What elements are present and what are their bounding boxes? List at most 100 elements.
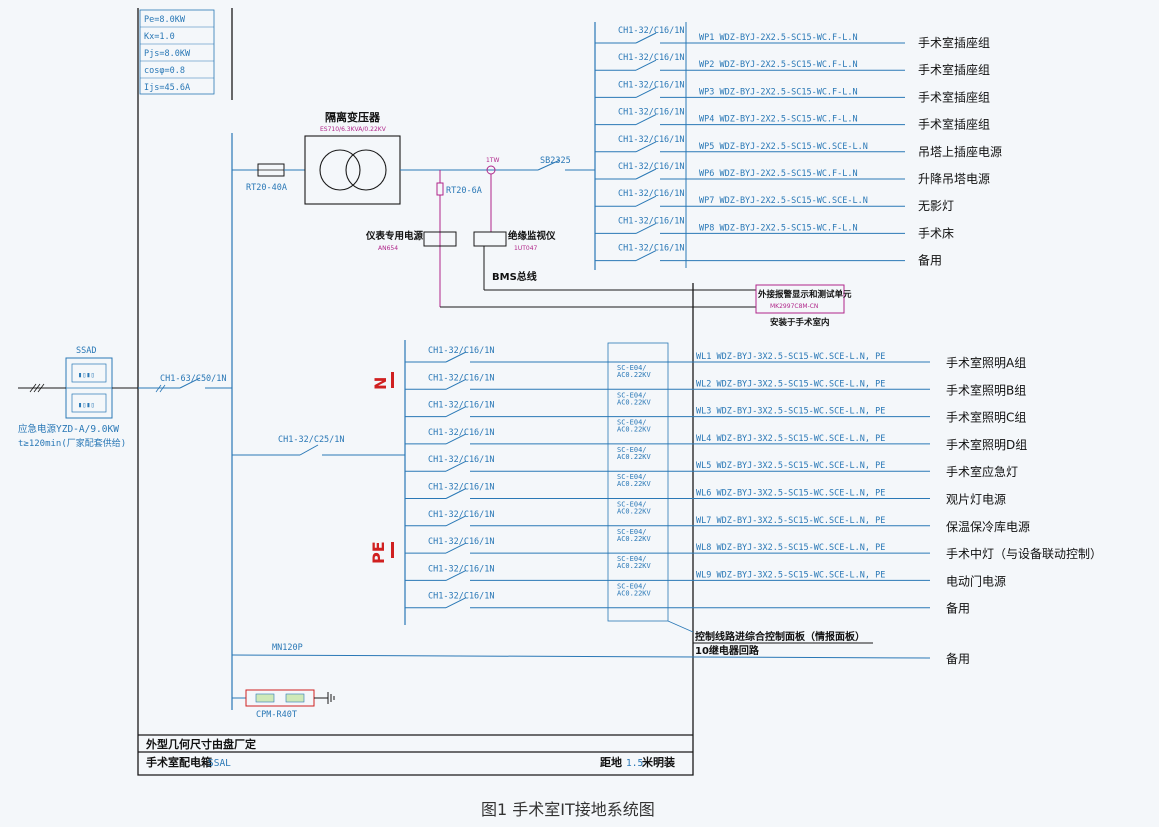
tn-breaker-label: CH1-32/C16/1N (428, 455, 495, 465)
tn-circuit: CH1-32/C16/1N SC-E04/AC0.22KV WL6 WDZ-BYJ-… (405, 483, 1006, 516)
source-box-label: SSAD (76, 346, 96, 356)
relay-voltage: AC0.22KV (617, 562, 652, 570)
it-circuit-name: 手术床 (918, 226, 954, 240)
tn-circuit-name: 电动门电源 (946, 573, 1006, 588)
relay-circuits-note: 10继电器回路 (695, 644, 760, 657)
relay-label: SC-E04/ (617, 419, 647, 427)
relay-label: SC-E04/ (617, 364, 647, 372)
relay-voltage: AC0.22KV (617, 535, 652, 543)
tn-circuit-name: 手术室照明B组 (946, 382, 1026, 397)
it-circuit-name: 吊塔上插座电源 (918, 144, 1002, 159)
alarm-label: 外接报警显示和测试单元 (757, 289, 852, 300)
tn-breaker-label: CH1-32/C16/1N (428, 483, 495, 493)
fuse-in-label: RT20-40A (246, 183, 287, 193)
monitor-model: 1UT047 (514, 245, 538, 252)
transformer-section: RT20-40A 隔离变压器 ES710/6.3KVA/0.22KV SB232… (232, 110, 852, 328)
ground-icon (327, 692, 335, 704)
main-breaker-label: CH1-63/C50/1N (160, 374, 227, 384)
it-cable-code: WP7 WDZ-BYJ-2X2.5-SC15-WC.SCE-L.N (699, 196, 868, 206)
tn-breaker-label: CH1-32/C16/1N (428, 510, 495, 520)
it-circuit-name: 手术室插座组 (918, 62, 990, 77)
relay-label: SC-E04/ (617, 501, 647, 509)
tn-cable-code: WL3 WDZ-BYJ-3X2.5-SC15-WC.SCE-L.N, PE (696, 407, 885, 417)
tn-circuit-name: 手术室照明D组 (946, 437, 1027, 452)
tn-circuit: CH1-32/C16/1N SC-E04/AC0.22KV WL7 WDZ-BYJ-… (405, 510, 1030, 543)
it-breaker-label: CH1-32/C16/1N (618, 216, 685, 226)
spare-breaker-label: MN120P (272, 643, 303, 653)
parameter-table: Pe=8.0KW Kx=1.0 Pjs=8.0KW cosφ=0.8 Ijs=4… (139, 9, 215, 95)
alarm-unit-box (755, 284, 845, 314)
source-line2: t≥120min(厂家配套供给) (18, 437, 126, 449)
it-cable-code: WP4 WDZ-BYJ-2X2.5-SC15-WC.F-L.N (699, 115, 858, 125)
n-bar (391, 372, 394, 388)
relay-block (607, 342, 669, 622)
insulation-monitor-box (473, 231, 507, 247)
it-circuit: CH1-32/C16/1N WP8 WDZ-BYJ-2X2.5-SC15-WC.F… (595, 216, 954, 240)
footer-mount-height: 1.5 (626, 758, 643, 769)
tn-cable-code: WL9 WDZ-BYJ-3X2.5-SC15-WC.SCE-L.N, PE (696, 570, 885, 580)
spare-name: 备用 (946, 652, 970, 666)
tn-main-breaker-label: CH1-32/C25/1N (278, 435, 345, 445)
relay-voltage: AC0.22KV (617, 453, 652, 461)
cabinet-frame (137, 8, 694, 776)
it-circuit-name: 手术室插座组 (918, 35, 990, 50)
it-breaker-label: CH1-32/C16/1N (618, 244, 685, 254)
it-cable-code: WP2 WDZ-BYJ-2X2.5-SC15-WC.F-L.N (699, 60, 858, 70)
tn-breaker-label: CH1-32/C16/1N (428, 373, 495, 383)
instrument-power-box (423, 231, 457, 247)
tn-cable-code: WL4 WDZ-BYJ-3X2.5-SC15-WC.SCE-L.N, PE (696, 434, 885, 444)
spd-label: CPM-R40T (256, 710, 297, 720)
tn-cable-code: WL7 WDZ-BYJ-3X2.5-SC15-WC.SCE-L.N, PE (696, 516, 885, 526)
monitor-label: 绝缘监视仪 (508, 230, 556, 242)
tn-breaker-label: CH1-32/C16/1N (428, 537, 495, 547)
param-cos: cosφ=0.8 (144, 66, 185, 76)
relay-label: SC-E04/ (617, 473, 647, 481)
footer-dimensions: 外型几何尺寸由盘厂定 (145, 737, 256, 751)
relay-voltage: AC0.22KV (617, 508, 652, 516)
relay-label: SC-E04/ (617, 528, 647, 536)
tn-cable-code: WL8 WDZ-BYJ-3X2.5-SC15-WC.SCE-L.N, PE (696, 543, 885, 553)
tn-breaker-label: CH1-32/C16/1N (428, 346, 495, 356)
it-circuit-name: 升降吊塔电源 (918, 172, 990, 186)
tn-circuit: CH1-32/C16/1N SC-E04/AC0.22KV WL3 WDZ-BYJ-… (405, 401, 1026, 434)
it-circuit-name: 手术室插座组 (918, 117, 990, 132)
fuse-out-label: RT20-6A (446, 186, 482, 196)
relay-label: SC-E04/ (617, 391, 647, 399)
it-cable-code: WP6 WDZ-BYJ-2X2.5-SC15-WC.F-L.N (699, 169, 858, 179)
footer-box-name: 手术室配电箱 (146, 755, 212, 769)
it-circuit: CH1-32/C16/1N WP2 WDZ-BYJ-2X2.5-SC15-WC.F… (595, 53, 990, 77)
n-bus-label: N (371, 377, 390, 390)
source-line1: 应急电源YZD-A/9.0KW (18, 423, 119, 435)
tn-breaker-label: CH1-32/C16/1N (428, 428, 495, 438)
relay-voltage: AC0.22KV (617, 480, 652, 488)
it-breaker-label: CH1-32/C16/1N (618, 80, 685, 90)
tn-cable-code: WL6 WDZ-BYJ-3X2.5-SC15-WC.SCE-L.N, PE (696, 489, 885, 499)
bms-label: BMS总线 (492, 270, 537, 283)
svg-text:▮▯▮▯: ▮▯▮▯ (78, 371, 95, 379)
tn-circuit-name: 手术中灯（与设备联动控制） (946, 546, 1102, 561)
relay-voltage: AC0.22KV (617, 426, 652, 434)
instrument-label: 仪表专用电源 (365, 230, 424, 242)
relay-label: SC-E04/ (617, 582, 647, 590)
it-cable-code: WP8 WDZ-BYJ-2X2.5-SC15-WC.F-L.N (699, 223, 858, 233)
it-breaker-label: CH1-32/C16/1N (618, 53, 685, 63)
transformer-title: 隔离变压器 (325, 110, 381, 124)
ct-label: 1TW (486, 157, 499, 164)
alarm-note: 安装于手术室内 (770, 317, 830, 328)
tn-breaker-label: CH1-32/C16/1N (428, 401, 495, 411)
it-cable-code: WP5 WDZ-BYJ-2X2.5-SC15-WC.SCE-L.N (699, 142, 868, 152)
pe-bar (391, 542, 394, 558)
tn-circuit-name: 手术室照明A组 (946, 355, 1026, 370)
